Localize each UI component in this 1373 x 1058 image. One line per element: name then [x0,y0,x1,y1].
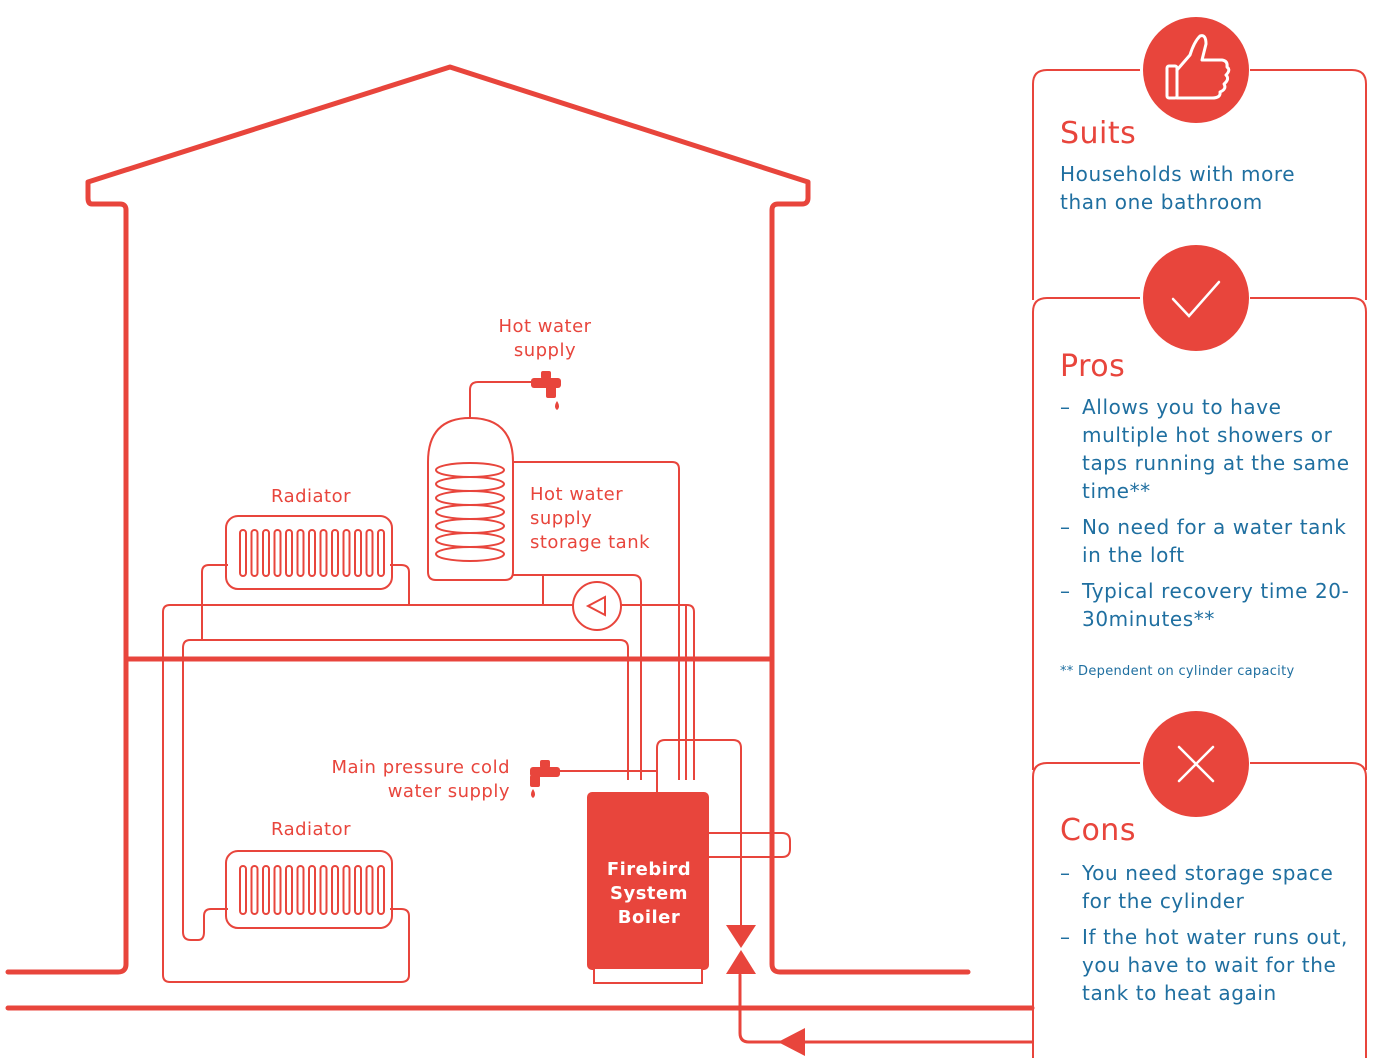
checkmark-icon [1143,245,1249,351]
radiator-fin [285,529,293,577]
pipe-radiator-upper-return [390,564,410,605]
radiator-fin [308,529,316,577]
radiator-fin [377,529,385,577]
radiator-lower-icon [225,850,393,929]
pros-title: Pros [1060,349,1126,384]
radiator-fin [285,865,293,915]
radiator-fin [262,529,270,577]
cons-panel-frame [1032,762,1367,1058]
radiator-fin [331,529,339,577]
radiator-fin [319,865,328,915]
radiator-fin [331,865,339,915]
pipe-tank-return [512,461,680,780]
pros-item: No need for a water tank in the loft [1060,513,1350,569]
label-cold-water-2: water supply [388,781,510,802]
radiator-fin [365,865,374,915]
radiator-fin [250,865,259,915]
radiator-fin [250,529,259,577]
pipe-boiler-side [708,832,791,858]
boiler-label-line1: Firebird [607,859,691,880]
cons-title: Cons [1060,813,1136,848]
thumbs-up-icon [1143,17,1249,123]
radiator-fin [273,529,282,577]
label-storage-tank-2: supply [530,508,592,529]
return-pipe [738,973,1034,1044]
radiator-fin [262,865,270,915]
label-storage-tank-1: Hot water [530,484,623,505]
suits-text-line1: Households with more [1060,162,1296,186]
pipe-tank-flow [512,574,642,780]
cold-water-tap-icon [530,760,560,798]
hot-water-tap-icon [531,371,561,410]
radiator-fin [296,529,305,577]
pump-icon [572,581,622,631]
radiator-fin [342,529,351,577]
pipe-boiler-top-loop [656,739,742,925]
label-cold-water-1: Main pressure cold [332,757,511,778]
suits-title: Suits [1060,116,1137,151]
cross-icon [1143,711,1249,817]
flow-arrow-icon [778,1028,805,1056]
pros-item: Allows you to have multiple hot showers … [1060,393,1350,505]
label-hot-water-supply-1: Hot water [498,316,591,337]
pros-panel-frame [1032,297,1367,770]
radiator-fin [239,529,247,577]
radiator-fin [354,529,362,577]
pros-item: Typical recovery time 20-30minutes** [1060,577,1350,633]
pipe-hot-water-riser [469,381,532,418]
radiator-fin [239,865,247,915]
radiator-fin [342,865,351,915]
house-outline [5,64,971,975]
cons-item: If the hot water runs out, you have to w… [1060,923,1350,1007]
radiator-fin [273,865,282,915]
boiler: Firebird System Boiler [587,792,709,984]
suits-text: Households with more than one bathroom [1060,160,1350,216]
radiator-fin [365,529,374,577]
pipe-radiator-upper [201,564,228,640]
pros-footnote: ** Dependent on cylinder capacity [1060,664,1295,679]
label-radiator-upper: Radiator [271,486,351,507]
radiator-fin [377,865,385,915]
pipe-inner-loop [182,639,629,941]
suits-text-line2: than one bathroom [1060,190,1263,214]
valve-icon [726,925,756,974]
boiler-label-line3: Boiler [618,907,681,928]
label-radiator-lower: Radiator [271,819,351,840]
suits-panel-frame [1032,69,1140,300]
radiator-fin [319,529,328,577]
boiler-label-line2: System [610,883,688,904]
radiator-fin [354,865,362,915]
cons-item: You need storage space for the cylinder [1060,859,1350,915]
label-hot-water-supply-2: supply [514,340,576,361]
pros-list: Allows you to have multiple hot showers … [1060,393,1350,641]
radiator-fin [296,865,305,915]
pipe-upper-loop [162,604,695,983]
label-storage-tank-3: storage tank [530,532,650,553]
radiator-fin [308,865,316,915]
storage-tank [427,416,514,581]
cons-list: You need storage space for the cylinder … [1060,859,1350,1015]
radiator-upper-icon [225,515,393,590]
